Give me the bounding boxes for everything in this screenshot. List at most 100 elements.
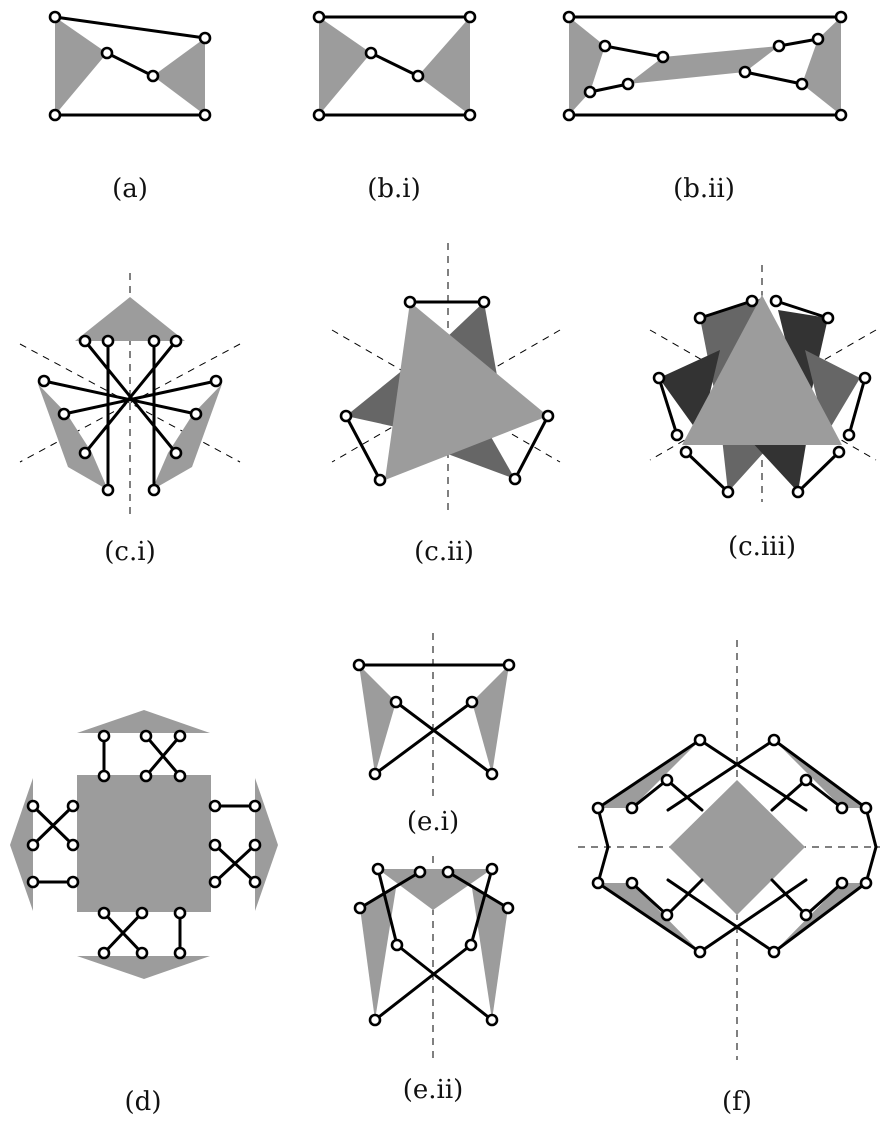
vertex xyxy=(189,407,203,421)
vertex xyxy=(173,769,187,783)
vertex xyxy=(371,862,385,876)
vertex xyxy=(339,409,353,423)
vertex xyxy=(147,483,161,497)
vertex xyxy=(100,46,114,60)
edge xyxy=(53,15,207,40)
edge xyxy=(666,878,776,954)
diagram-b-ii xyxy=(562,10,848,122)
vertex xyxy=(679,445,693,459)
edge xyxy=(144,734,182,778)
face xyxy=(802,17,841,115)
vertex xyxy=(411,69,425,83)
face xyxy=(418,17,470,115)
face xyxy=(152,384,222,490)
vertex xyxy=(508,472,522,486)
edge xyxy=(684,450,730,494)
diagram-e-i xyxy=(352,633,516,800)
face xyxy=(10,778,33,911)
vertex xyxy=(97,946,111,960)
vertex xyxy=(591,876,605,890)
vertex xyxy=(26,875,40,889)
vertex xyxy=(135,946,149,960)
face xyxy=(472,665,509,774)
caption-e-ii: (e.ii) xyxy=(403,1075,464,1105)
edge xyxy=(83,339,178,455)
vertex xyxy=(693,311,707,325)
vertex xyxy=(26,799,40,813)
face xyxy=(628,46,779,84)
vertex xyxy=(858,371,872,385)
edge xyxy=(373,943,473,1022)
vertex xyxy=(477,295,491,309)
edge xyxy=(395,943,494,1022)
vertex xyxy=(463,108,477,122)
vertex xyxy=(37,374,51,388)
vertex xyxy=(859,876,873,890)
vertex xyxy=(464,938,478,952)
vertex xyxy=(772,39,786,53)
vertex xyxy=(821,311,835,325)
edge xyxy=(770,778,808,812)
vertex xyxy=(652,371,666,385)
face xyxy=(55,17,107,115)
edge xyxy=(698,878,808,954)
edge xyxy=(770,878,808,917)
face xyxy=(38,384,108,490)
edge xyxy=(394,700,494,776)
face xyxy=(472,888,508,1020)
edge xyxy=(804,778,844,810)
vertex xyxy=(767,945,781,959)
edge xyxy=(665,778,704,812)
face xyxy=(77,956,210,979)
edge xyxy=(603,44,665,59)
diagram-c-i xyxy=(19,273,241,520)
vertex xyxy=(502,658,516,672)
vertex xyxy=(799,908,813,922)
edge xyxy=(665,878,704,917)
face xyxy=(669,780,805,915)
vertex xyxy=(173,906,187,920)
vertex xyxy=(208,875,222,889)
vertex xyxy=(66,875,80,889)
edge xyxy=(42,379,198,416)
edge xyxy=(804,881,844,917)
face xyxy=(778,310,828,420)
vertex xyxy=(859,801,873,815)
vertex xyxy=(208,799,222,813)
caption-c-i: (c.i) xyxy=(104,537,155,567)
edge xyxy=(376,867,399,947)
vertex xyxy=(173,729,187,743)
edge xyxy=(772,881,868,954)
vertex xyxy=(413,865,427,879)
vertex xyxy=(368,1013,382,1027)
edge xyxy=(62,379,218,416)
vertex xyxy=(389,695,403,709)
vertex xyxy=(97,769,111,783)
vertex xyxy=(621,77,635,91)
vertex xyxy=(97,906,111,920)
face xyxy=(360,888,396,1020)
face xyxy=(77,710,210,733)
caption-c-iii: (c.iii) xyxy=(728,532,796,562)
vertex xyxy=(485,767,499,781)
vertex xyxy=(26,838,40,852)
diagram-d xyxy=(10,710,278,979)
vertex xyxy=(767,733,781,747)
edge xyxy=(105,51,155,78)
vertex xyxy=(48,10,62,24)
edge xyxy=(358,870,422,910)
face xyxy=(77,775,211,912)
vertex xyxy=(835,876,849,890)
diagram-a xyxy=(48,10,212,122)
edge xyxy=(596,881,702,954)
vertex xyxy=(670,428,684,442)
vertex xyxy=(364,46,378,60)
vertex xyxy=(78,446,92,460)
vertex xyxy=(835,801,849,815)
symmetry-axis xyxy=(19,343,241,463)
face xyxy=(359,665,396,774)
face xyxy=(682,295,842,445)
vertex xyxy=(485,1013,499,1027)
vertex xyxy=(198,108,212,122)
